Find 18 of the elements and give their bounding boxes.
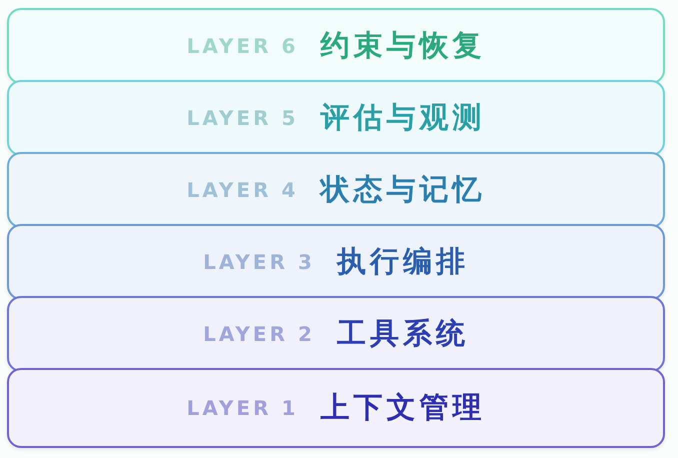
layer-number: LAYER 3	[203, 250, 315, 274]
layer-title: 约束与恢复	[320, 27, 486, 64]
layer-title: 评估与观测	[320, 99, 486, 136]
layer-band	[7, 80, 665, 156]
layer-number: LAYER 6	[186, 34, 298, 58]
layer-band	[7, 368, 665, 448]
layer-title: 状态与记忆	[320, 171, 486, 208]
layer-number: LAYER 4	[186, 178, 298, 202]
layer-band	[7, 296, 665, 372]
layer-band	[7, 152, 665, 228]
layer-band	[7, 8, 665, 84]
layer-number: LAYER 5	[186, 106, 298, 130]
layer-title: 执行编排	[336, 243, 469, 280]
layer-band	[7, 224, 665, 300]
layer-title: 工具系统	[336, 315, 469, 352]
layer-number: LAYER 1	[186, 396, 298, 420]
layer-title: 上下文管理	[320, 389, 486, 426]
layer-number: LAYER 2	[203, 322, 315, 346]
